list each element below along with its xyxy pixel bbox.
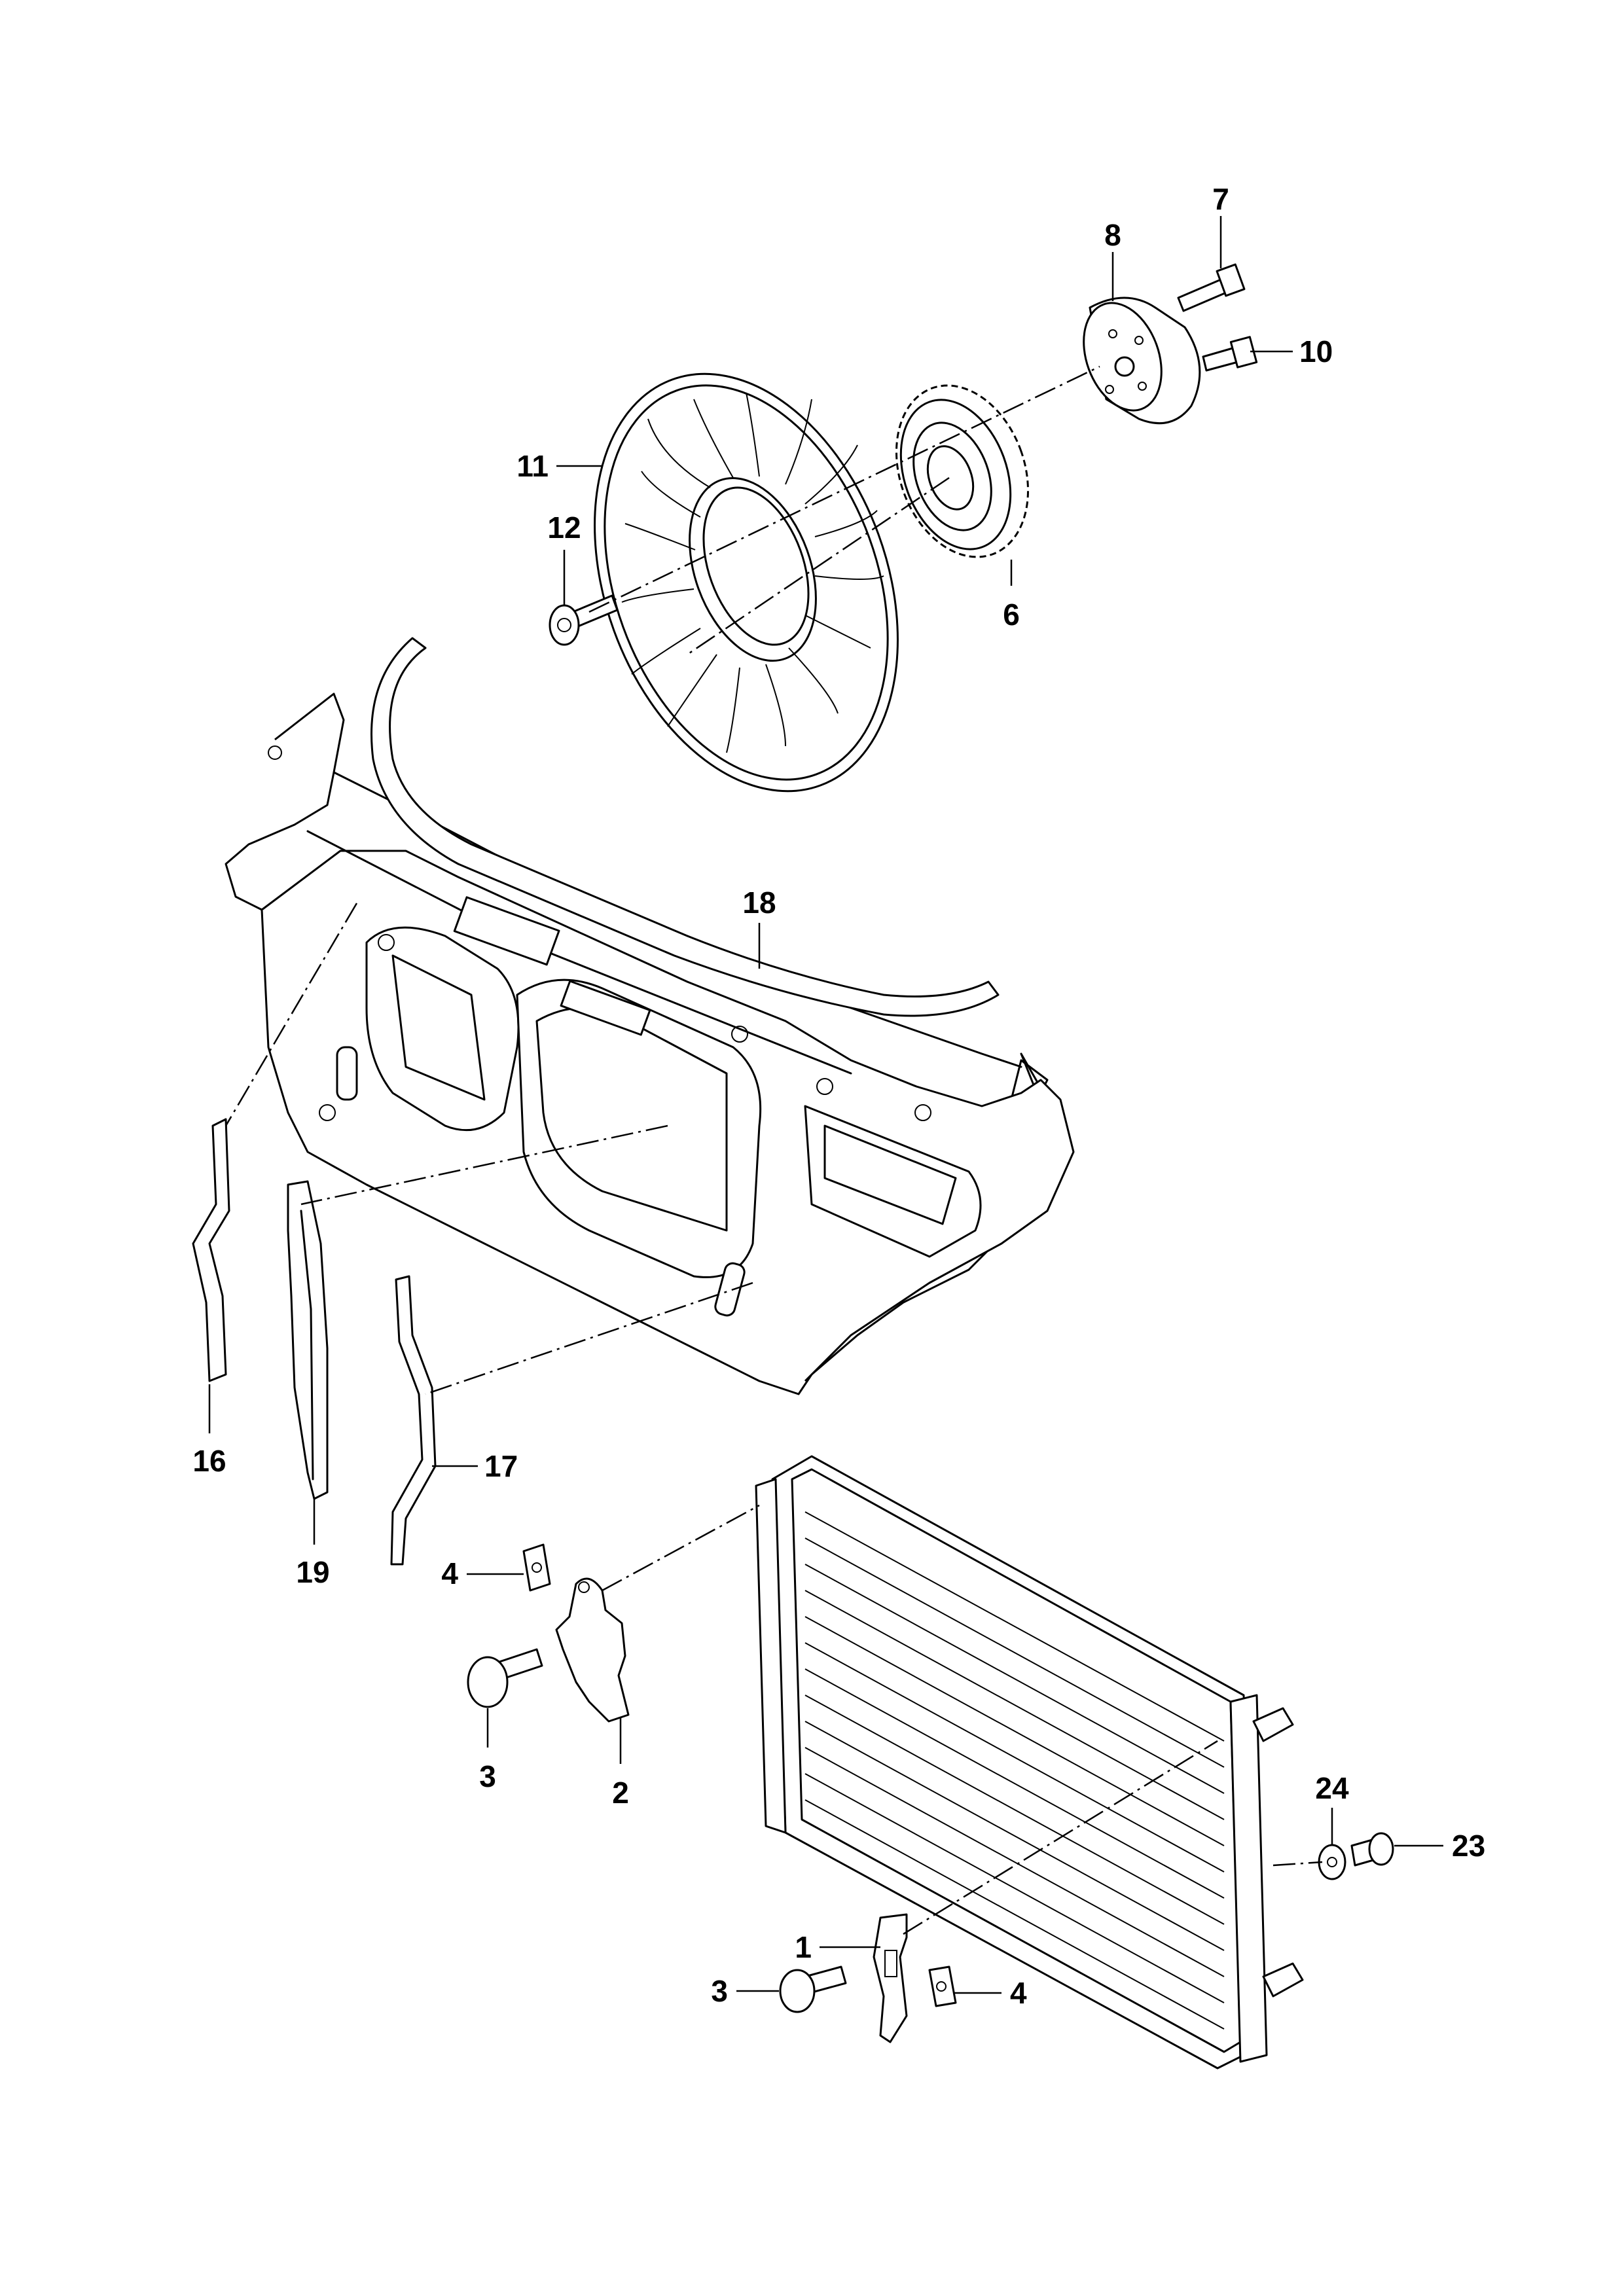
washer-24 xyxy=(1318,1844,1346,1880)
callout-3-lower: 3 xyxy=(711,1974,728,2008)
callout-3-upper: 3 xyxy=(479,1759,496,1793)
bracket-1 xyxy=(873,1913,908,2043)
callout-1: 1 xyxy=(795,1930,812,1964)
callout-labels: 11 12 6 7 8 10 18 16 19 17 4 3 2 1 3 4 2… xyxy=(192,182,1485,2010)
callout-2: 2 xyxy=(612,1776,629,1810)
callout-10: 10 xyxy=(1299,334,1333,368)
callout-24: 24 xyxy=(1315,1771,1349,1805)
bolt-3-lower xyxy=(779,1965,847,2013)
callout-6: 6 xyxy=(1003,598,1020,632)
callout-16: 16 xyxy=(192,1444,226,1478)
fan-pulley-hub xyxy=(1083,296,1201,425)
callout-12: 12 xyxy=(547,511,581,545)
callout-19: 19 xyxy=(296,1555,329,1589)
callout-4-upper: 4 xyxy=(441,1556,458,1590)
callout-7: 7 xyxy=(1212,182,1229,216)
callout-18: 18 xyxy=(742,886,776,920)
callout-4-lower: 4 xyxy=(1010,1976,1027,2010)
clip-nut-4-upper xyxy=(522,1543,551,1592)
seal-17 xyxy=(390,1275,437,1566)
radiator xyxy=(755,1455,1304,2070)
bolt-3-upper xyxy=(467,1648,543,1708)
callout-17: 17 xyxy=(484,1449,518,1483)
callout-23: 23 xyxy=(1452,1829,1485,1863)
viscous-clutch xyxy=(895,384,1030,558)
assembly-center-lines xyxy=(225,365,1323,1935)
clip-nut-4-lower xyxy=(928,1965,957,2007)
seal-strip-18 xyxy=(370,637,1000,1017)
fan-wheel xyxy=(594,372,899,793)
front-panel xyxy=(225,692,1075,1395)
seal-19 xyxy=(287,1180,329,1500)
leader-lines xyxy=(208,216,1443,1994)
bracket-2 xyxy=(555,1577,630,1723)
bolt-10 xyxy=(1202,336,1258,372)
seal-16 xyxy=(192,1118,230,1382)
callout-8: 8 xyxy=(1104,218,1121,252)
screw-23 xyxy=(1350,1832,1394,1867)
radiator-fins xyxy=(804,1511,1225,2030)
bolt-7 xyxy=(1177,263,1246,312)
callout-11: 11 xyxy=(516,449,549,483)
